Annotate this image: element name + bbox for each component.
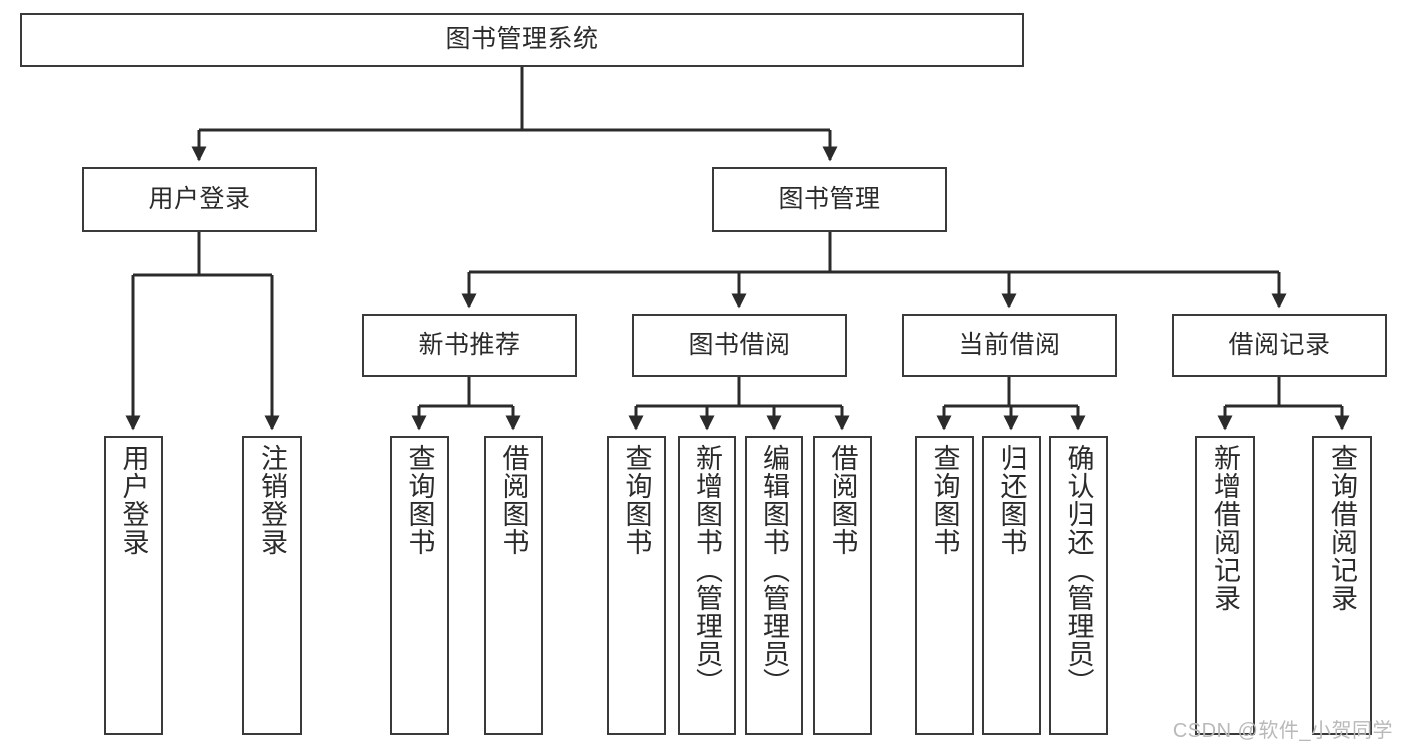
node-leaf-user-login-label: 用户登录 (118, 444, 149, 556)
edge-group-book-borrow (628, 377, 850, 431)
node-leaf-edit-book-label: 编辑图书（管理员） (759, 444, 790, 696)
node-leaf-return-book-label: 归还图书 (996, 444, 1027, 556)
edge-group-new-book-rec (411, 377, 521, 431)
node-leaf-query-book-3[interactable]: 查询图书 (915, 436, 974, 735)
edge-group-user-login (125, 232, 280, 431)
node-book-borrow-label: 图书借阅 (688, 330, 791, 359)
node-leaf-query-record-label: 查询借阅记录 (1327, 444, 1358, 612)
node-leaf-add-record[interactable]: 新增借阅记录 (1195, 436, 1255, 735)
node-leaf-add-book[interactable]: 新增图书（管理员） (678, 436, 736, 735)
node-root-label: 图书管理系统 (445, 25, 599, 54)
edge-group-root (191, 67, 838, 162)
watermark-text: CSDN @软件_小贺同学 (1172, 720, 1393, 742)
node-leaf-confirm-return-label: 确认归还（管理员） (1063, 444, 1094, 696)
node-borrow-record-label: 借阅记录 (1228, 330, 1331, 359)
node-current-borrow[interactable]: 当前借阅 (902, 314, 1117, 377)
node-new-book-rec-label: 新书推荐 (418, 330, 521, 359)
node-leaf-query-book-2[interactable]: 查询图书 (607, 436, 666, 735)
node-leaf-logout-label: 注销登录 (257, 444, 288, 556)
node-leaf-return-book[interactable]: 归还图书 (982, 436, 1041, 735)
node-book-borrow[interactable]: 图书借阅 (632, 314, 847, 377)
node-leaf-query-book-3-label: 查询图书 (929, 444, 960, 556)
node-leaf-user-login[interactable]: 用户登录 (104, 436, 163, 735)
node-leaf-borrow-book-1-label: 借阅图书 (498, 444, 529, 556)
node-leaf-query-book-2-label: 查询图书 (621, 444, 652, 556)
node-current-borrow-label: 当前借阅 (958, 330, 1061, 359)
node-leaf-query-book-1-label: 查询图书 (404, 444, 435, 556)
node-leaf-borrow-book-1[interactable]: 借阅图书 (484, 436, 543, 735)
node-leaf-add-record-label: 新增借阅记录 (1210, 444, 1241, 612)
node-leaf-query-book-1[interactable]: 查询图书 (390, 436, 449, 735)
node-book-manage-label: 图书管理 (778, 184, 881, 213)
node-borrow-record[interactable]: 借阅记录 (1172, 314, 1387, 377)
edge-group-borrow-record (1217, 377, 1350, 431)
node-user-login-label: 用户登录 (148, 184, 251, 213)
node-leaf-edit-book[interactable]: 编辑图书（管理员） (745, 436, 803, 735)
node-root[interactable]: 图书管理系统 (20, 13, 1024, 67)
edge-group-current-borrow (936, 377, 1086, 431)
node-leaf-query-record[interactable]: 查询借阅记录 (1312, 436, 1372, 735)
node-leaf-add-book-label: 新增图书（管理员） (692, 444, 723, 696)
node-leaf-confirm-return[interactable]: 确认归还（管理员） (1049, 436, 1108, 735)
node-leaf-borrow-book-2[interactable]: 借阅图书 (813, 436, 872, 735)
node-new-book-rec[interactable]: 新书推荐 (362, 314, 577, 377)
node-user-login[interactable]: 用户登录 (82, 167, 317, 232)
edge-group-book-manage (461, 232, 1287, 309)
node-book-manage[interactable]: 图书管理 (712, 167, 947, 232)
node-leaf-borrow-book-2-label: 借阅图书 (827, 444, 858, 556)
node-leaf-logout[interactable]: 注销登录 (242, 436, 302, 735)
